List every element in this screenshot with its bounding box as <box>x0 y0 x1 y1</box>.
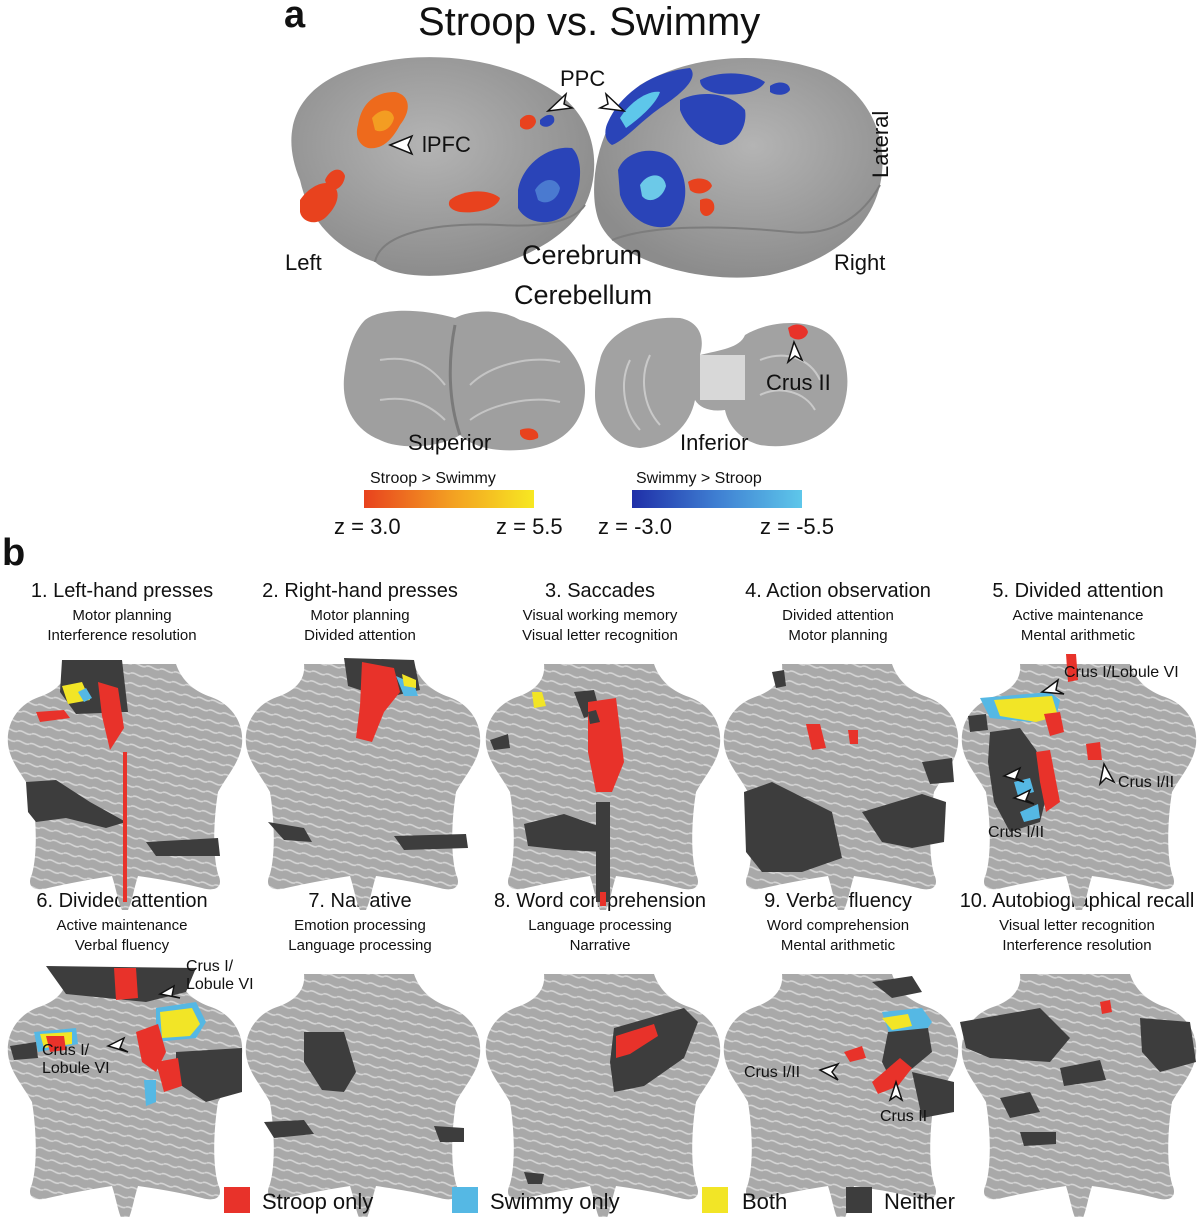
map-2-sub2: Divided attention <box>304 627 416 644</box>
map-1-sub2: Interference resolution <box>47 627 197 644</box>
map-6-flatmap <box>7 966 243 1217</box>
lpfc-label: lPFC <box>422 132 471 157</box>
map-7-sub1: Emotion processing <box>294 917 426 934</box>
map-1-title: 1. Left-hand presses <box>30 580 214 602</box>
map-3-flatmap <box>485 664 721 910</box>
colorbar-stroop-min: z = 3.0 <box>334 514 401 539</box>
map-6-sub1: Active maintenance <box>56 917 188 934</box>
map-2-title: 2. Right-hand presses <box>262 580 458 602</box>
map-9-sub1: Word comprehension <box>766 917 910 934</box>
colorbar-swimmy-max: z = -5.5 <box>760 514 834 539</box>
map-5-sub1: Active maintenance <box>1012 607 1144 624</box>
map-9-flatmap <box>723 974 959 1217</box>
map-7-flatmap <box>245 974 481 1217</box>
lpfc-arrowhead <box>388 134 414 156</box>
map-2-flatmap <box>245 658 481 910</box>
map-2-sub1: Motor planning <box>310 607 410 624</box>
legend-label-both: Both <box>742 1189 788 1214</box>
crus-ii-label: Crus II <box>766 370 831 395</box>
map-10-flatmap <box>960 974 1197 1217</box>
map-8-flatmap <box>485 974 721 1217</box>
colorbar-swimmy-min: z = -3.0 <box>598 514 672 539</box>
legend-swatch-both <box>702 1187 728 1213</box>
map-4-sub1: Divided attention <box>782 607 894 624</box>
colorbar-stroop <box>364 490 534 508</box>
map-8-sub2: Narrative <box>569 937 631 954</box>
superior-label: Superior <box>408 430 492 455</box>
legend-label-neither: Neither <box>884 1189 955 1214</box>
m5-crus-left-label: Crus I/II <box>988 824 1045 841</box>
left-label: Left <box>285 250 322 275</box>
m5-crus-lobule-label: Crus I/Lobule VI <box>1064 664 1179 681</box>
map-7-sub2: Language processing <box>288 937 432 954</box>
m6-left-label-1: Crus I/ <box>42 1042 90 1059</box>
map-4-title: 4. Action observation <box>745 580 931 602</box>
map-3-sub2: Visual letter recognition <box>522 627 678 644</box>
map-5-title: 5. Divided attention <box>992 580 1164 602</box>
ppc-left-arrowhead <box>545 91 575 113</box>
m9-left-label: Crus I/II <box>744 1064 801 1081</box>
panel-b-letter: b <box>2 532 26 574</box>
right-label: Right <box>834 250 886 275</box>
map-10-sub1: Visual letter recognition <box>999 917 1155 934</box>
map-3-title: 3. Saccades <box>544 580 656 602</box>
map-6-sub2: Verbal fluency <box>74 937 170 954</box>
cerebrum-figure <box>291 57 883 278</box>
panel-a-title: Stroop vs. Swimmy <box>418 0 761 44</box>
colorbar-swimmy-label: Swimmy > Stroop <box>636 470 762 487</box>
map-3-sub1: Visual working memory <box>522 607 678 624</box>
legend-label-swimmy-only: Swimmy only <box>490 1189 620 1214</box>
m6-left-label-2: Lobule VI <box>42 1060 110 1077</box>
colorbar-swimmy <box>632 490 802 508</box>
m6-right-label-2: Lobule VI <box>186 976 254 993</box>
cerebrum-label: Cerebrum <box>522 240 643 270</box>
legend-swatch-stroop-only <box>224 1187 250 1213</box>
map-1-flatmap <box>7 660 243 910</box>
ppc-right-arrowhead <box>597 91 627 113</box>
map-9-sub2: Mental arithmetic <box>780 937 896 954</box>
legend-label-stroop-only: Stroop only <box>262 1189 374 1214</box>
colorbar-stroop-max: z = 5.5 <box>496 514 563 539</box>
legend-swatch-swimmy-only <box>452 1187 478 1213</box>
map-4-flatmap <box>723 664 959 910</box>
inferior-label: Inferior <box>680 430 749 455</box>
map-5-sub2: Mental arithmetic <box>1020 627 1136 644</box>
panel-a-letter: a <box>284 0 306 36</box>
map-8-sub1: Language processing <box>528 917 672 934</box>
cerebellum-figure <box>343 310 848 451</box>
m9-right-label: Crus II <box>880 1108 928 1125</box>
map-1-sub1: Motor planning <box>72 607 172 624</box>
colorbar-stroop-label: Stroop > Swimmy <box>370 470 496 487</box>
crus-ii-arrowhead <box>786 339 804 365</box>
m5-crus-right-label: Crus I/II <box>1118 774 1175 791</box>
legend-swatch-neither <box>846 1187 872 1213</box>
map-4-sub2: Motor planning <box>788 627 888 644</box>
cerebellum-label: Cerebellum <box>514 280 653 310</box>
ppc-label: PPC <box>560 66 606 91</box>
superior-view <box>343 310 585 451</box>
m6-right-label-1: Crus I/ <box>186 958 234 975</box>
map-10-sub2: Interference resolution <box>1002 937 1152 954</box>
